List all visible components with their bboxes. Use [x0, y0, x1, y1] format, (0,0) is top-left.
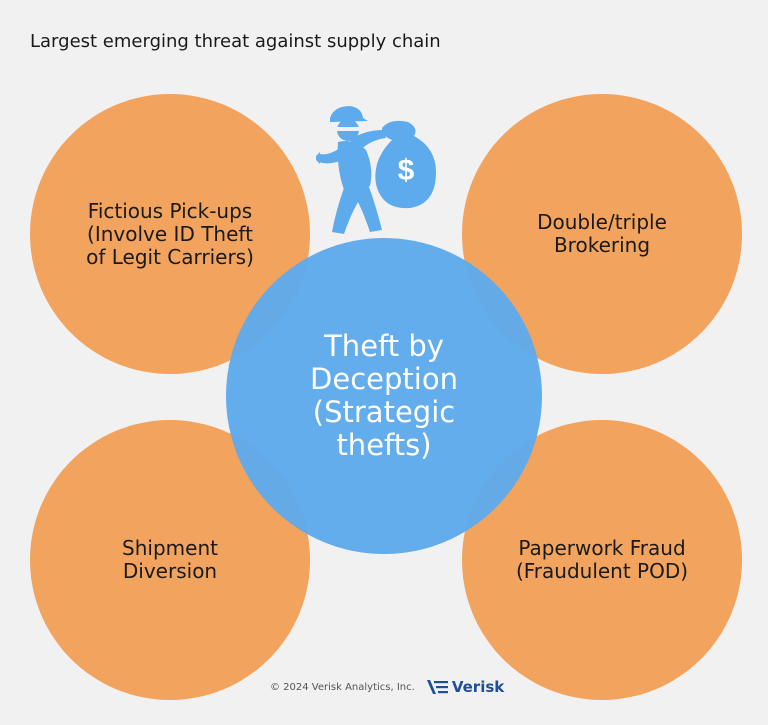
node-label: Fictious Pick-ups (Involve ID Theft of L… [86, 198, 254, 269]
thief-with-money-bag-icon: $ [316, 106, 436, 234]
node-double-triple-brokering: Double/triple Brokering [462, 94, 742, 374]
node-label: Shipment Diversion [122, 536, 218, 583]
center-label: Theft by Deception (Strategic thefts) [310, 329, 458, 462]
node-fictious-pickups: Fictious Pick-ups (Involve ID Theft of L… [30, 94, 310, 374]
node-label: Paperwork Fraud (Fraudulent POD) [515, 536, 689, 583]
verisk-logo-icon [426, 680, 448, 694]
page-title: Largest emerging threat against supply c… [30, 31, 441, 52]
dollar-sign: $ [398, 154, 415, 187]
footer: © 2024 Verisk Analytics, Inc. Verisk [270, 678, 504, 696]
node-label: Double/triple Brokering [537, 210, 667, 257]
center-theft-by-deception: Theft by Deception (Strategic thefts) [226, 238, 542, 554]
copyright-text: © 2024 Verisk Analytics, Inc. [270, 681, 415, 693]
verisk-logo-text: Verisk [451, 678, 505, 696]
verisk-logo: Verisk [425, 678, 504, 696]
